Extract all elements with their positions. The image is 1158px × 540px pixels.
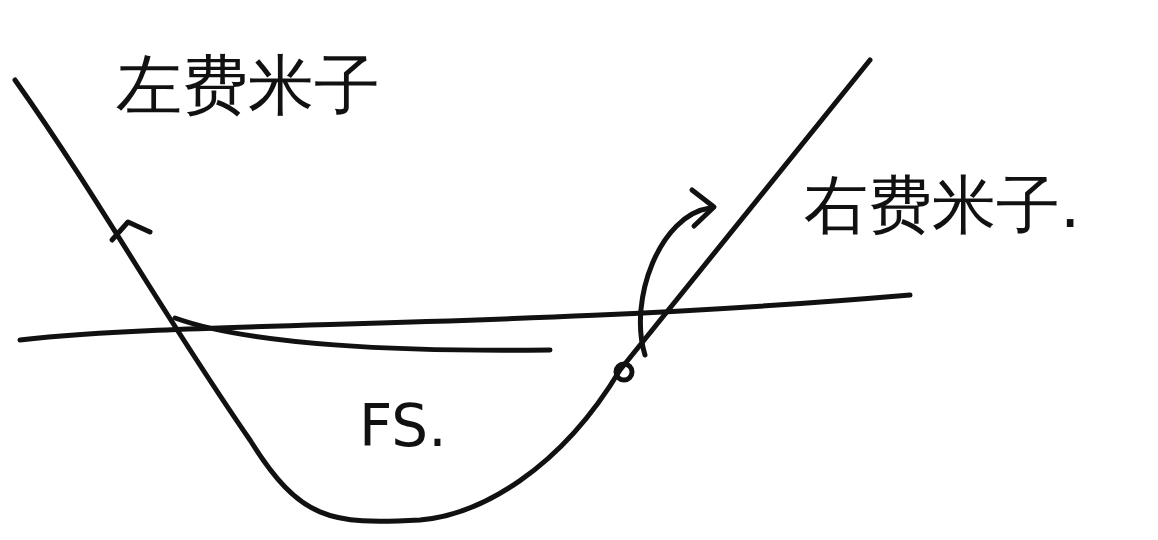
- fermi-sea-label: FS.: [355, 395, 451, 459]
- right-fermion-label: 右费米子.: [800, 170, 1084, 240]
- left-fermion-label: 左费米子: [112, 50, 384, 123]
- fermi-level-line: [20, 295, 910, 340]
- fermi-sea-underline: [175, 318, 550, 350]
- band-curve: [15, 60, 870, 521]
- electron-circle: [616, 364, 632, 380]
- left-mover-arrowhead: [112, 222, 150, 240]
- excitation-arrowhead: [692, 190, 714, 226]
- excitation-arrow: [640, 208, 710, 355]
